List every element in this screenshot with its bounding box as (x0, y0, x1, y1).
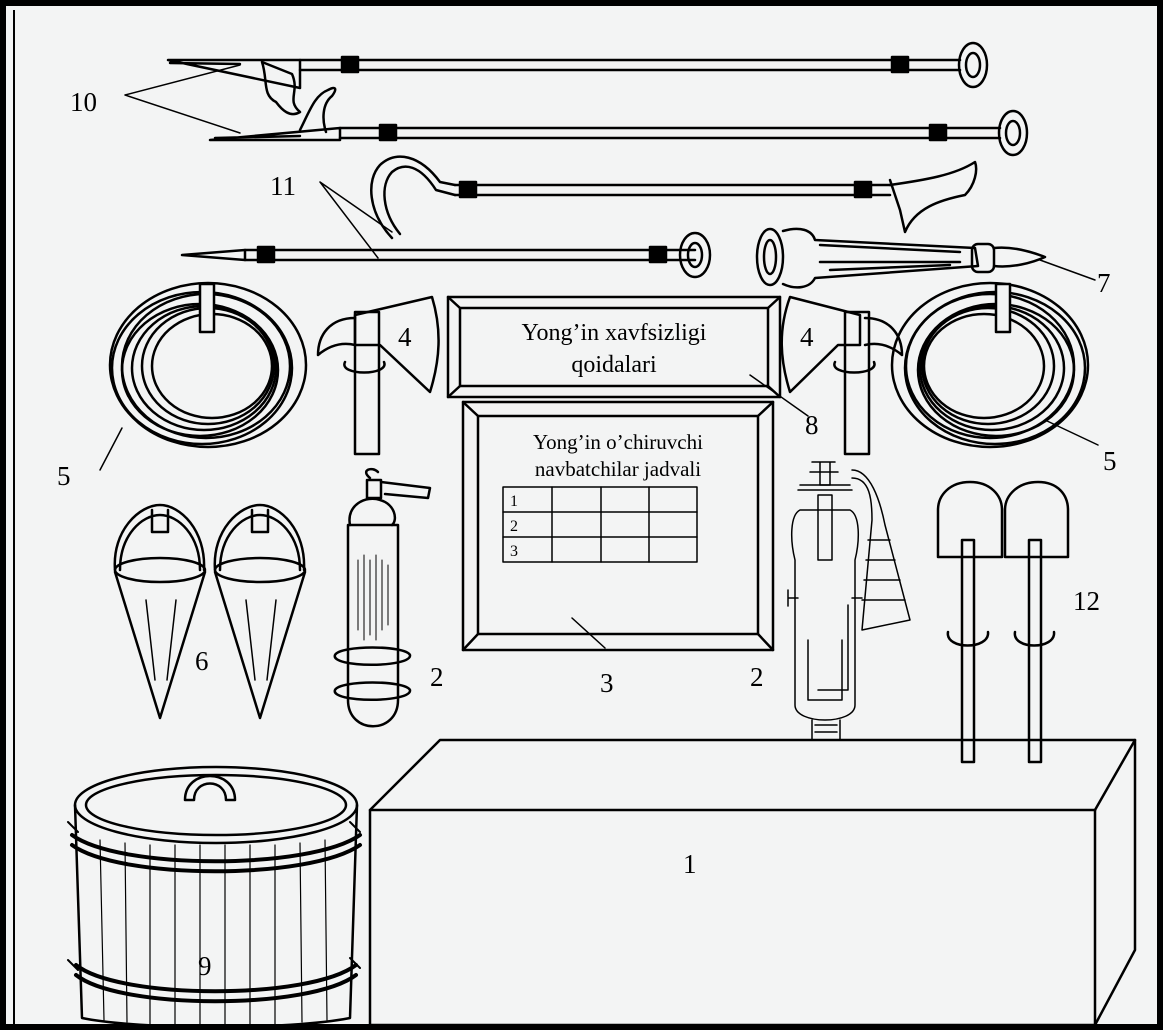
sand-box (368, 738, 1137, 1027)
label-hose-left: 5 (57, 461, 71, 491)
shovels (936, 480, 1070, 764)
crowbars (180, 155, 978, 279)
label-hose-right: 5 (1103, 446, 1117, 476)
leader-11 (319, 181, 393, 259)
label-nozzle: 7 (1097, 268, 1111, 298)
schedule-row-3: 3 (510, 543, 518, 560)
label-schedule: 3 (600, 668, 614, 698)
rules-sign-line2: qoidalari (571, 352, 657, 378)
label-buckets: 6 (195, 646, 209, 676)
rules-sign (446, 295, 809, 417)
rules-sign-line1: Yong’in xavfsizligi (522, 320, 707, 346)
label-axe-left: 4 (398, 322, 412, 352)
leader-10 (124, 64, 241, 134)
label-shovels: 12 (1073, 586, 1100, 616)
hook-crowbar-bend (370, 155, 457, 240)
label-axe-right: 4 (800, 322, 814, 352)
cone-buckets (113, 503, 307, 720)
axe-left (316, 295, 440, 456)
hose-nozzle (755, 227, 1096, 289)
label-extinguisher-left: 2 (430, 662, 444, 692)
hose-coil-left (99, 281, 308, 471)
duty-schedule-board (461, 400, 775, 652)
label-sign: 8 (805, 410, 819, 440)
label-barrel: 9 (198, 951, 212, 981)
label-box: 1 (683, 849, 697, 879)
axe-right (780, 295, 904, 456)
label-hooks: 10 (70, 87, 97, 117)
label-crowbars: 11 (270, 171, 296, 201)
label-extinguisher-right: 2 (750, 662, 764, 692)
schedule-title-line1: Yong’in o’chiruvchi (533, 430, 703, 454)
hook-blade-top (166, 58, 302, 90)
schedule-row-1: 1 (510, 493, 518, 510)
schedule-row-2: 2 (510, 518, 518, 535)
fire-hooks (166, 41, 1029, 157)
extinguisher-left (333, 467, 432, 728)
hose-coil-right (890, 281, 1099, 449)
water-barrel (67, 765, 362, 1029)
schedule-title-line2: navbatchilar jadvali (535, 457, 701, 481)
